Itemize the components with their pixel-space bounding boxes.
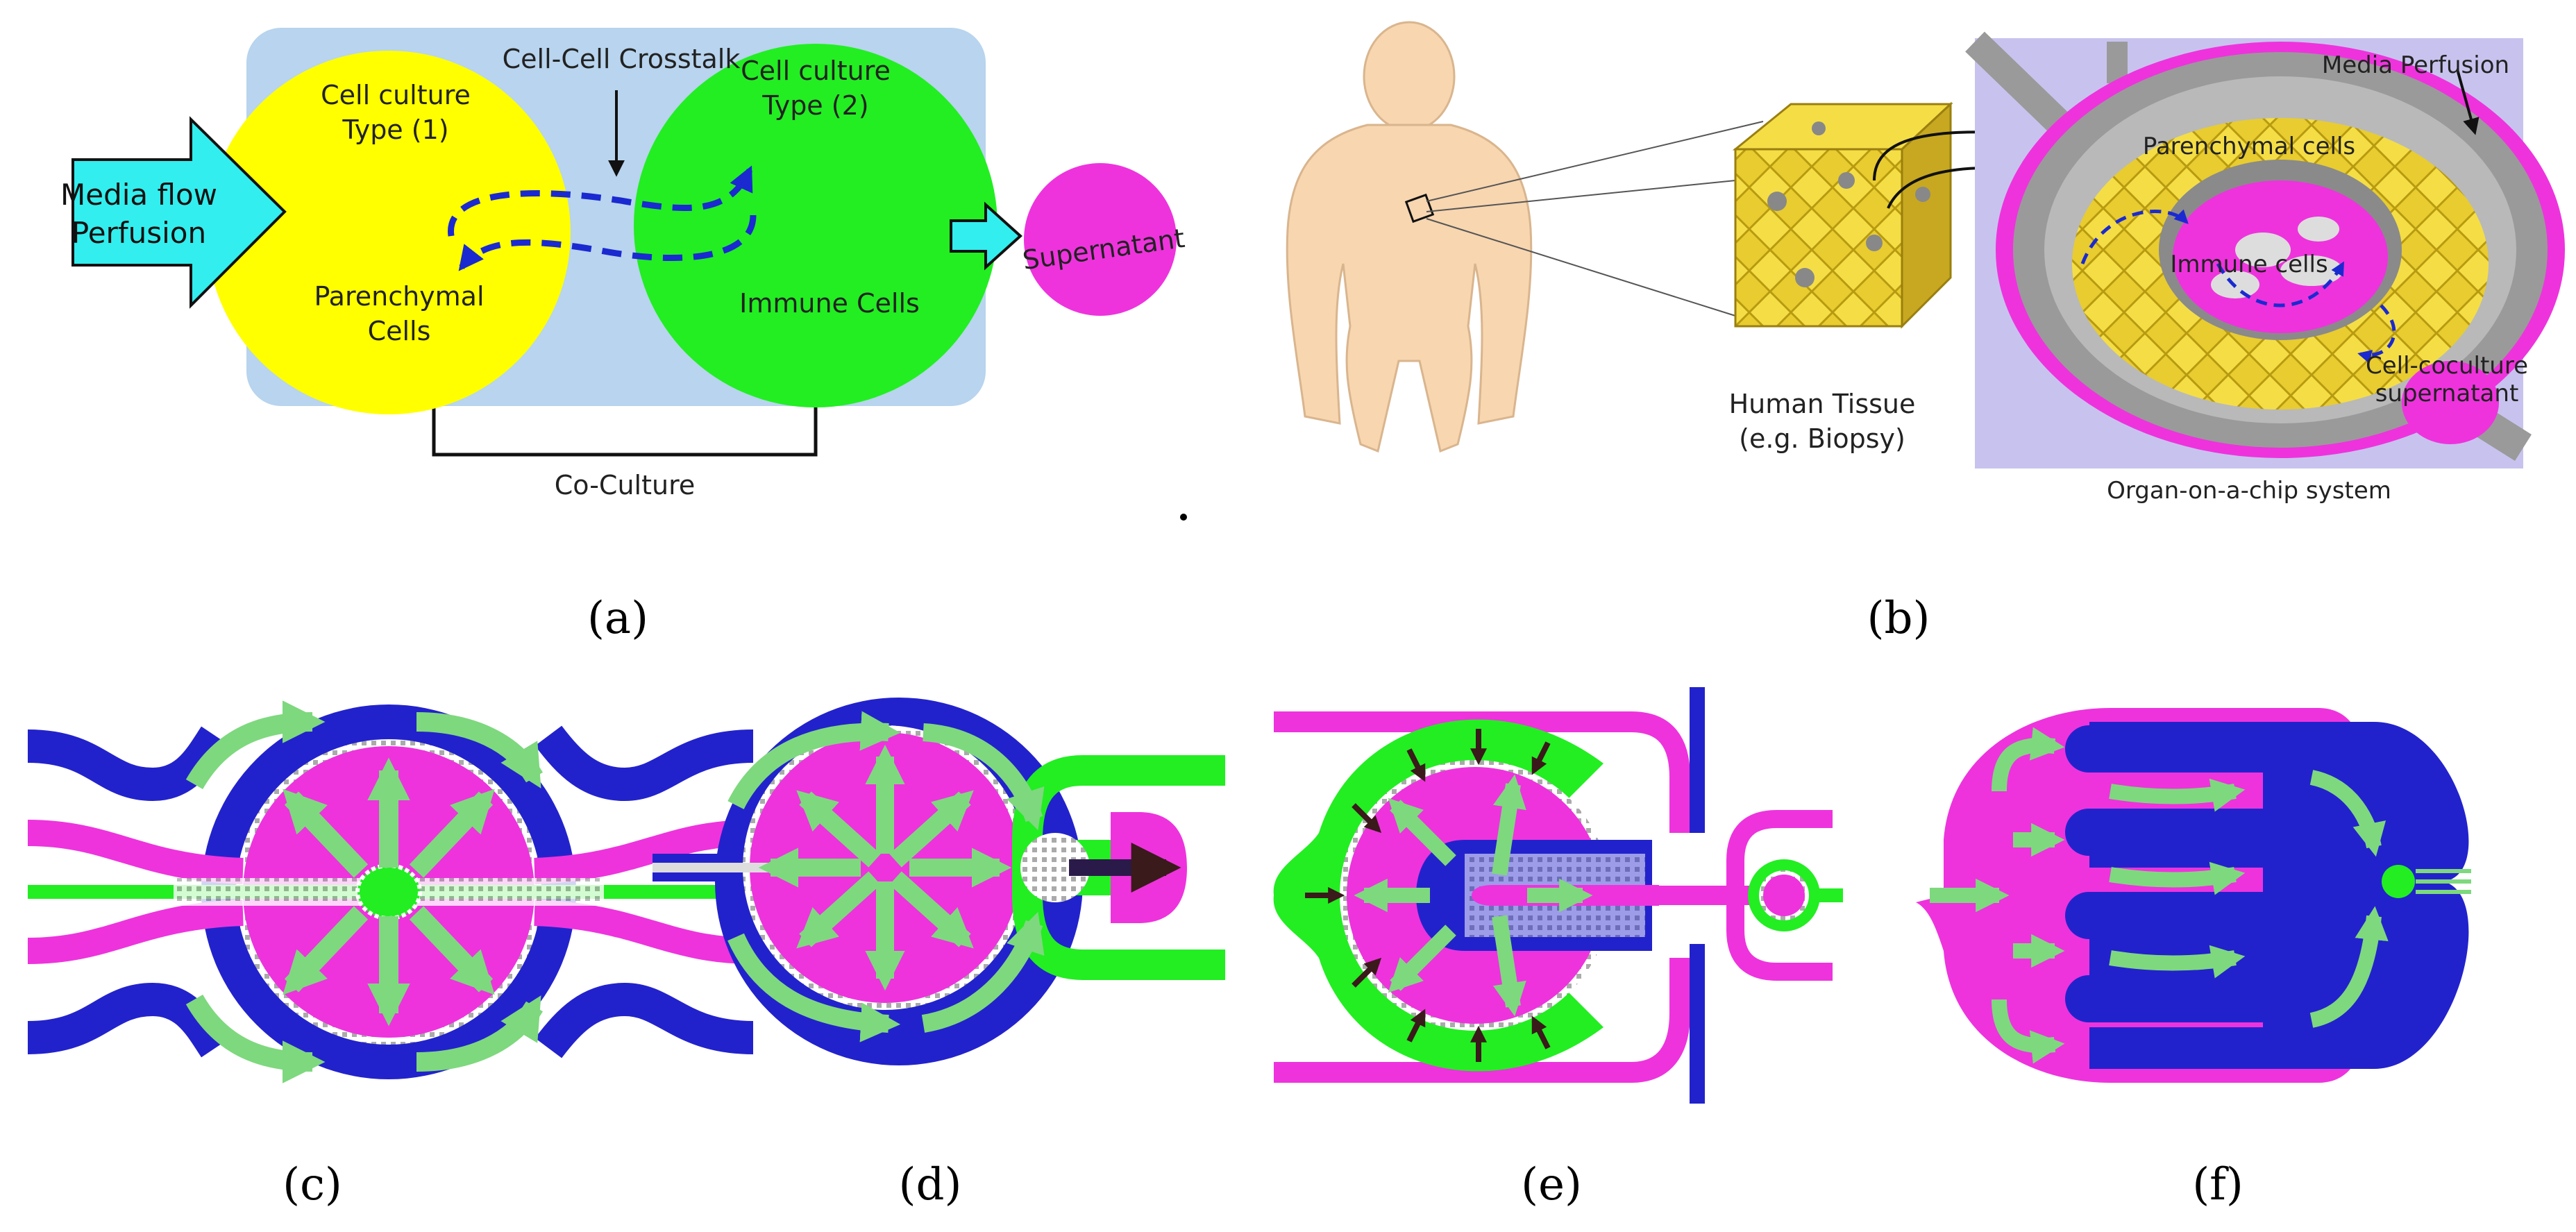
caption-a: (a) <box>587 593 648 644</box>
human-figure <box>1286 21 1533 453</box>
supernatant-circle <box>1024 163 1177 316</box>
immune-cells-label: Immune cells <box>2170 251 2327 278</box>
parenchymal-label-2: Cells <box>368 316 431 346</box>
coculture-label: Co-Culture <box>555 470 696 500</box>
dark-arrows-e <box>1305 729 1551 1062</box>
flow-arrows-c <box>185 700 544 1083</box>
type2-label-1: Cell culture <box>741 56 891 86</box>
crosstalk-label: Cell-Cell Crosstalk <box>503 44 741 74</box>
type2-label-2: Type (2) <box>761 90 868 121</box>
cell-type-2-circle <box>634 44 997 407</box>
coculture-supernatant-label-1: Cell-coculture <box>2366 352 2528 380</box>
system-label: Organ-on-a-chip system <box>2107 477 2391 505</box>
outer-channel-top-right <box>534 725 754 802</box>
blue-finger-3 <box>2065 892 2294 939</box>
coculture-bracket <box>432 406 818 457</box>
magenta-channel-bottom <box>27 900 244 964</box>
inlet-core-d <box>653 863 784 872</box>
crosstalk-arrow-to-type1 <box>458 214 757 271</box>
blue-finger-4 <box>2065 975 2294 1022</box>
caption-b: (b) <box>1867 593 1930 644</box>
panel-a: Media flow Perfusion Cell-Cell Crosstalk… <box>60 28 1187 644</box>
panel-d: (d) <box>653 698 1225 1210</box>
chip-device <box>1965 31 2565 462</box>
caption-f: (f) <box>2192 1159 2244 1210</box>
panel-b: Human Tissue (e.g. Biopsy) Media Perfusi… <box>1286 21 2565 644</box>
small-inner-e <box>1763 875 1805 916</box>
blue-finger-1 <box>2065 725 2294 773</box>
flow-arrows-f <box>1930 727 2389 1064</box>
tissue-label-2: (e.g. Biopsy) <box>1739 423 1905 454</box>
type1-label-2: Type (1) <box>342 115 448 145</box>
supernatant-outflow-arrow <box>950 201 1022 271</box>
dot-mark <box>1180 514 1187 521</box>
crosstalk-arrow-to-type2 <box>448 165 753 237</box>
panel-c: (c) <box>27 700 754 1210</box>
caption-d: (d) <box>899 1159 962 1210</box>
perfusion-label: Perfusion <box>71 216 206 250</box>
small-green-out-e <box>1815 888 1843 902</box>
media-perfusion-pointer <box>2456 69 2480 135</box>
immune-label: Immune Cells <box>739 288 920 319</box>
green-node-f <box>2382 865 2415 898</box>
magenta-arc-e-bottom <box>1274 958 1690 1083</box>
media-inflow-arrow <box>71 116 287 309</box>
outlet-lines-f <box>2416 869 2471 894</box>
outer-channel-bottom <box>27 982 230 1058</box>
magenta-channel-top <box>27 820 244 884</box>
center-chamber-c <box>355 863 422 920</box>
flow-arrows-e <box>1354 774 1593 1017</box>
flow-arrows-d <box>727 711 1045 1043</box>
cell-type-1-circle <box>207 51 571 414</box>
magenta-channel-bottom-right <box>534 900 754 964</box>
magenta-arc-e-top <box>1274 711 1690 833</box>
media-flow-label: Media flow <box>60 178 217 212</box>
outer-channel-bottom-right <box>534 982 754 1058</box>
type1-label-1: Cell culture <box>321 80 471 110</box>
panel-e: (e) <box>1273 687 1843 1210</box>
caption-c: (c) <box>283 1159 342 1210</box>
tissue-label-1: Human Tissue <box>1729 389 1916 419</box>
media-perfusion-label: Media Perfusion <box>2322 51 2509 79</box>
junction-membrane-d <box>1020 833 1090 902</box>
parenchymal-label-1: Parenchymal <box>314 281 484 312</box>
coculture-supernatant-label-2: supernatant <box>2375 380 2519 407</box>
outer-channel-top <box>27 726 230 802</box>
parenchymal-cells-label: Parenchymal cells <box>2143 133 2355 160</box>
panel-f: (f) <box>1916 708 2471 1210</box>
magenta-fork-e <box>1726 810 1833 981</box>
caption-e: (e) <box>1521 1159 1582 1210</box>
blue-finger-2 <box>2065 809 2294 856</box>
biopsy-marker <box>1404 193 1435 223</box>
